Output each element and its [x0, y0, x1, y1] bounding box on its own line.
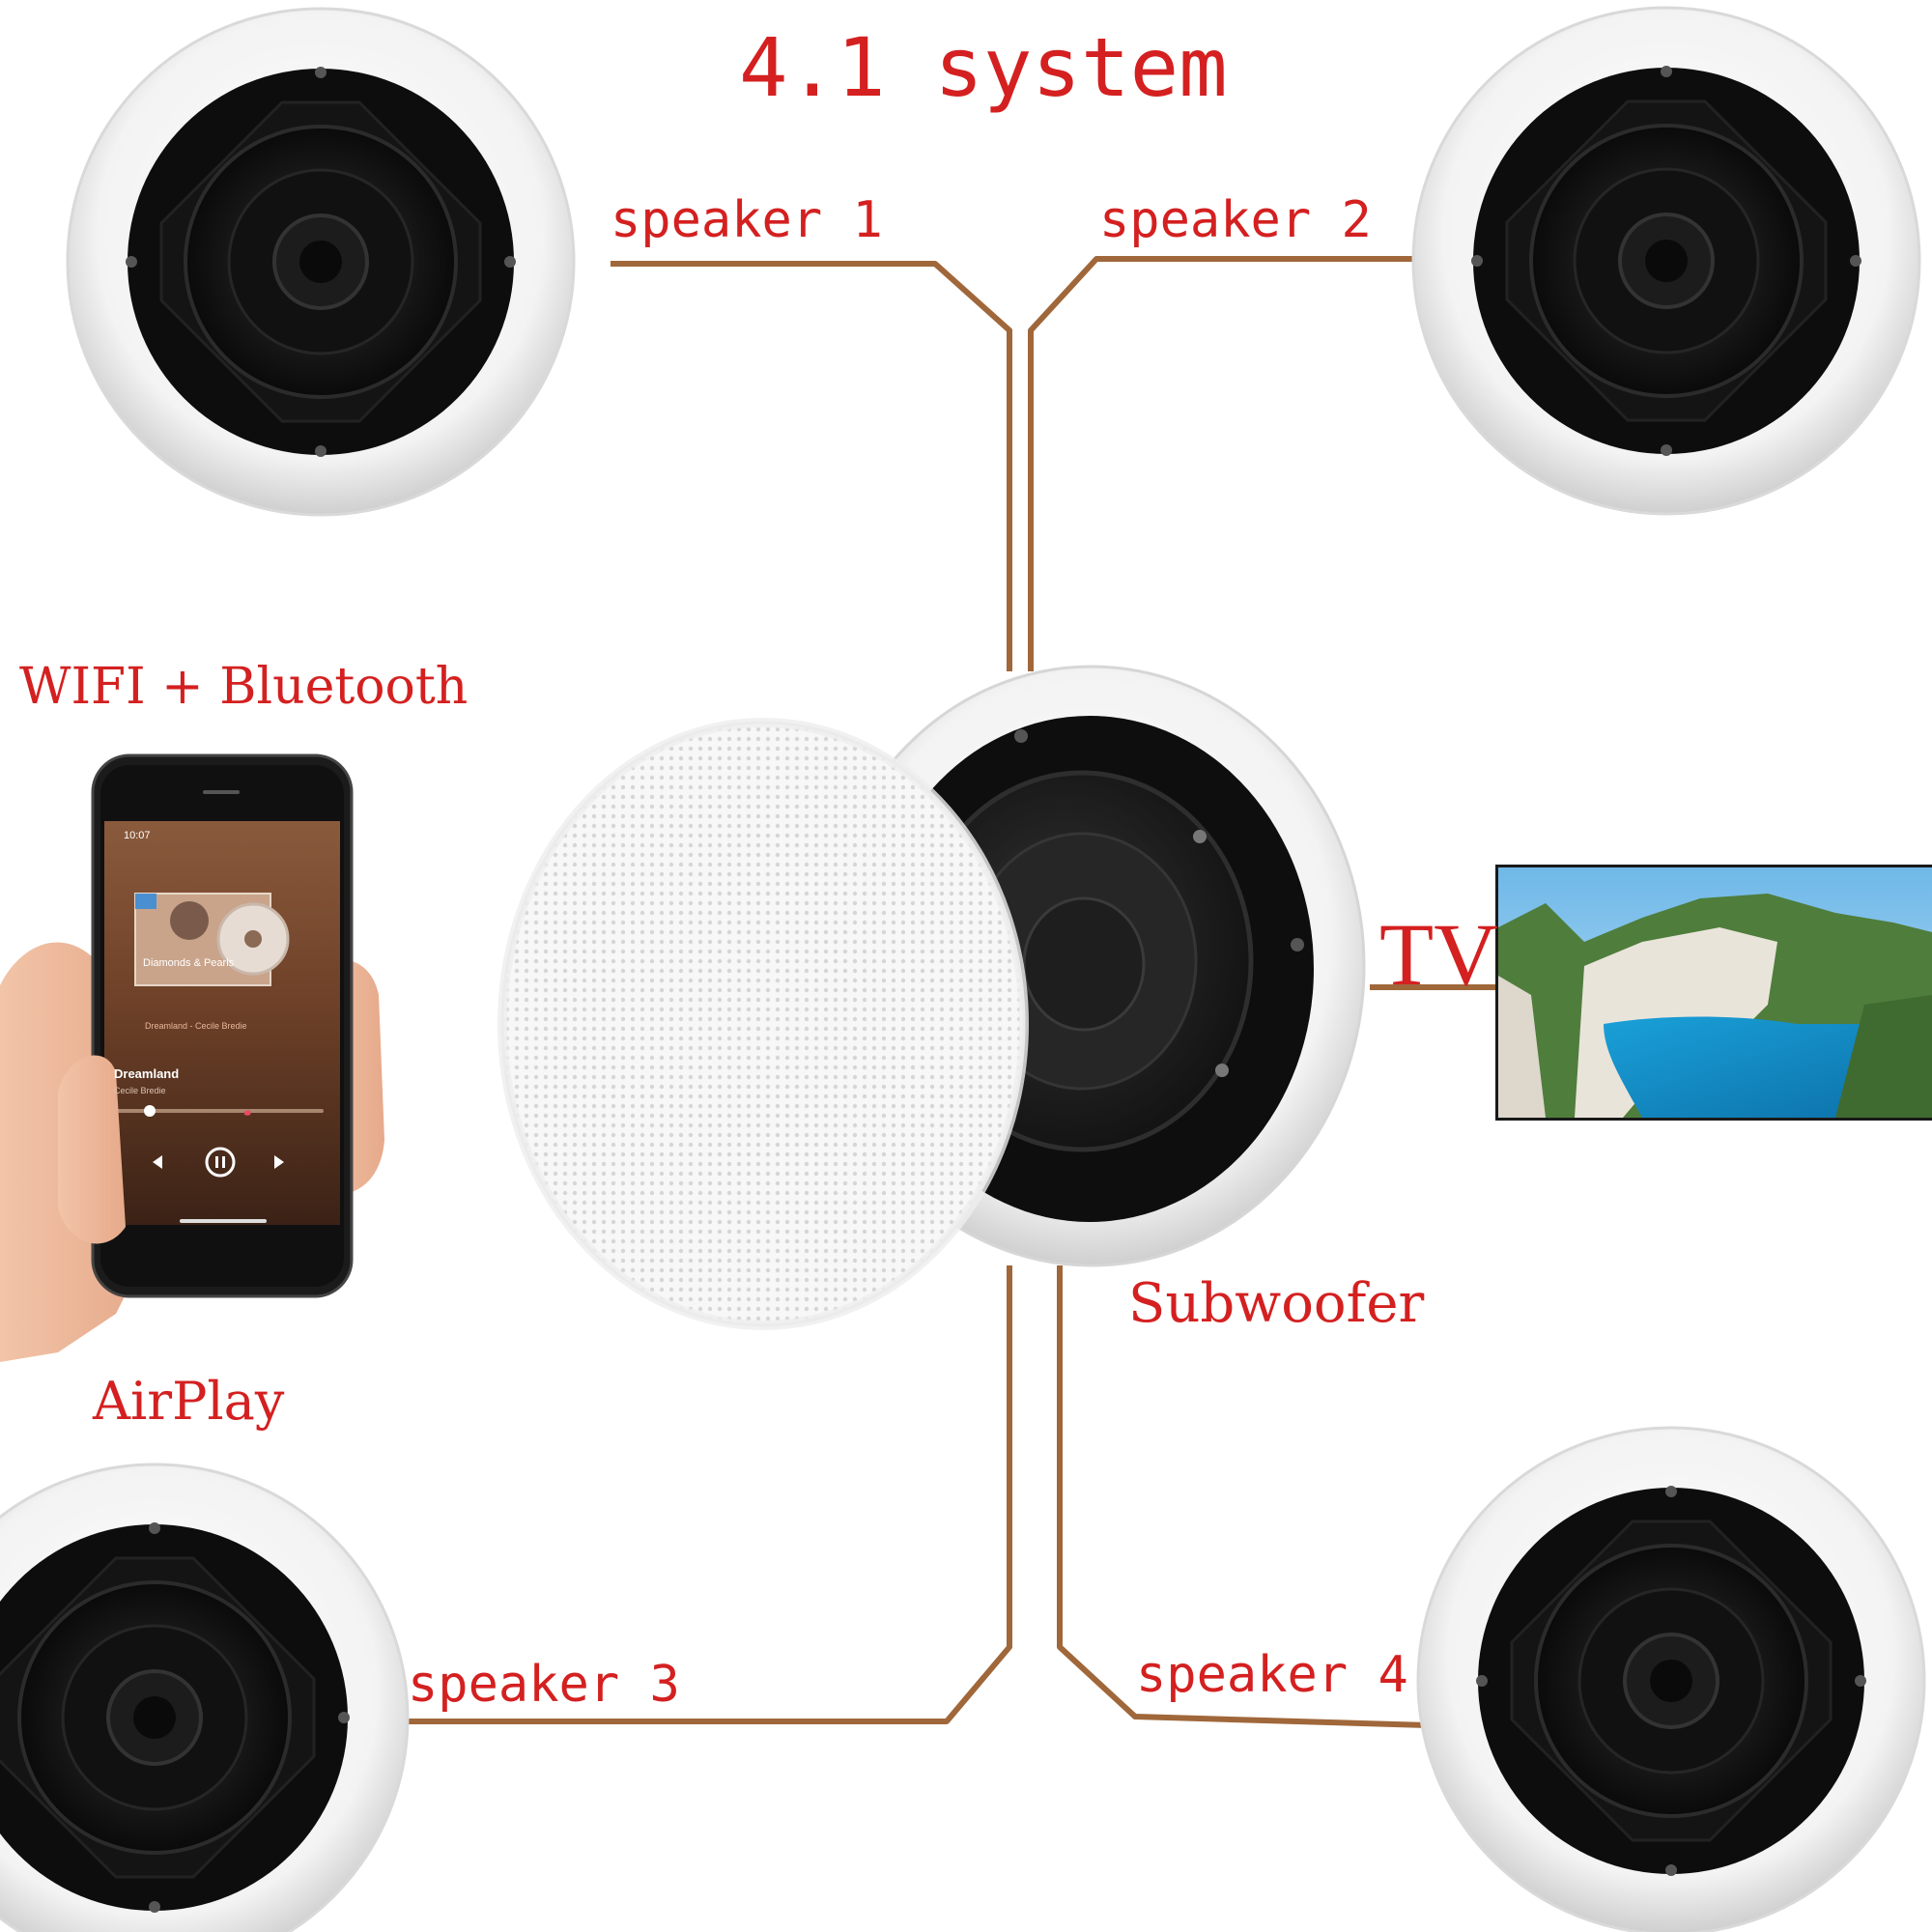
speaker-1-label: speaker 1 [611, 191, 883, 249]
phone-album-title: Diamonds & Pearls [143, 957, 235, 969]
wire-speaker-3 [408, 1265, 1012, 1724]
wire-speaker-1 [611, 261, 1012, 671]
phone-song-title: Dreamland [114, 1066, 179, 1081]
wire-speaker-4 [1057, 1265, 1429, 1728]
airplay-label: AirPlay [93, 1371, 285, 1432]
wifi-bluetooth-label: WIFI + Bluetooth [19, 658, 469, 716]
speaker-3-label: speaker 3 [408, 1656, 680, 1714]
speaker-3-image [0, 1463, 410, 1932]
speaker-4-image [1416, 1426, 1926, 1932]
wire-group [408, 256, 1495, 1728]
speaker-2-image [1411, 6, 1921, 516]
speaker-2-label: speaker 2 [1099, 191, 1372, 249]
wire-speaker-2 [1028, 256, 1420, 671]
subwoofer-label: Subwoofer [1128, 1272, 1425, 1335]
phone-lyric-line: Dreamland - Cecile Bredie [145, 1021, 247, 1031]
speaker-4-label: speaker 4 [1136, 1646, 1408, 1704]
phone-time: 10:07 [124, 830, 151, 841]
diagram-title: 4.1 system [739, 20, 1228, 115]
phone-in-hand-image: 10:07 Diamonds & Pearls Dreamland - Ceci… [0, 753, 384, 1362]
subwoofer-image [497, 665, 1366, 1330]
tv-image [1495, 865, 1932, 1121]
speaker-1-image [66, 7, 576, 517]
phone-artist: Cecile Bredie [114, 1086, 166, 1095]
tv-label: TV [1379, 905, 1498, 1004]
